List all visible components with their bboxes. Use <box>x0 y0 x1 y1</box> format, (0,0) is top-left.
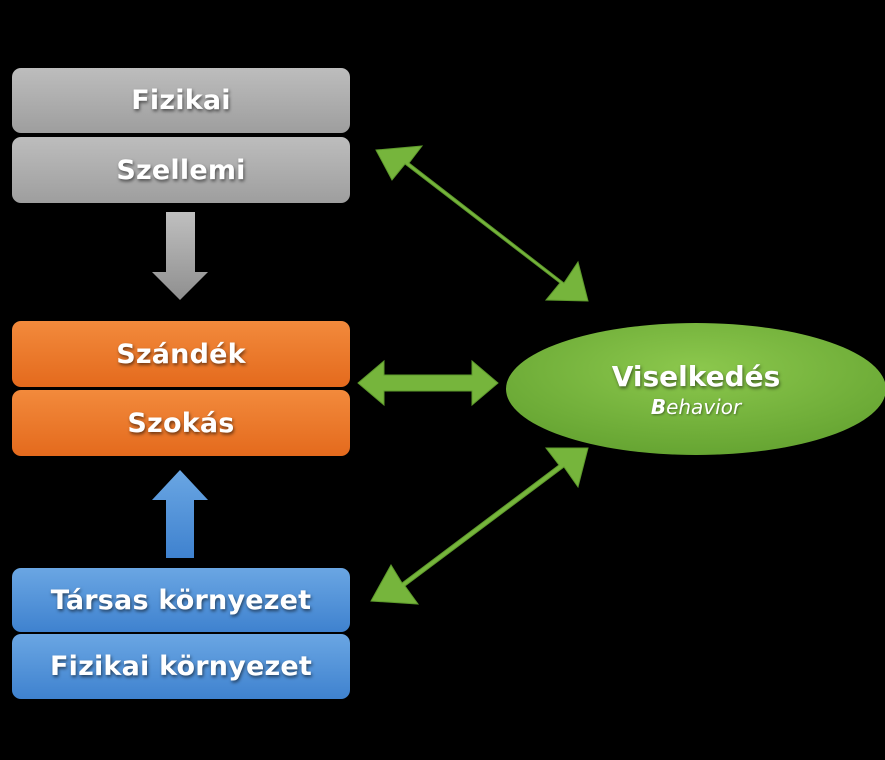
box-szokas-label: Szokás <box>127 407 235 439</box>
box-fizikai-kornyezet: Fizikai környezet <box>12 634 350 699</box>
box-szokas: Szokás <box>12 390 350 456</box>
box-szellemi: Szellemi <box>12 137 350 203</box>
box-tarsas-kornyezet: Társas környezet <box>12 568 350 632</box>
box-szandek: Szándék <box>12 321 350 387</box>
behavior-ellipse-shape <box>506 323 885 455</box>
box-fizikai-label: Fizikai <box>131 85 231 116</box>
double-arrow-bottom <box>370 447 589 605</box>
box-fizikai: Fizikai <box>12 68 350 133</box>
double-arrow-top <box>375 145 589 302</box>
box-fizikai-kornyezet-label: Fizikai környezet <box>49 651 313 682</box>
box-tarsas-kornyezet-label: Társas környezet <box>50 584 312 616</box>
up-arrow-blue <box>152 470 208 558</box>
double-arrow-middle <box>357 359 499 407</box>
box-szellemi-label: Szellemi <box>116 154 246 186</box>
box-szandek-label: Szándék <box>116 338 246 370</box>
down-arrow-gray <box>152 212 208 300</box>
